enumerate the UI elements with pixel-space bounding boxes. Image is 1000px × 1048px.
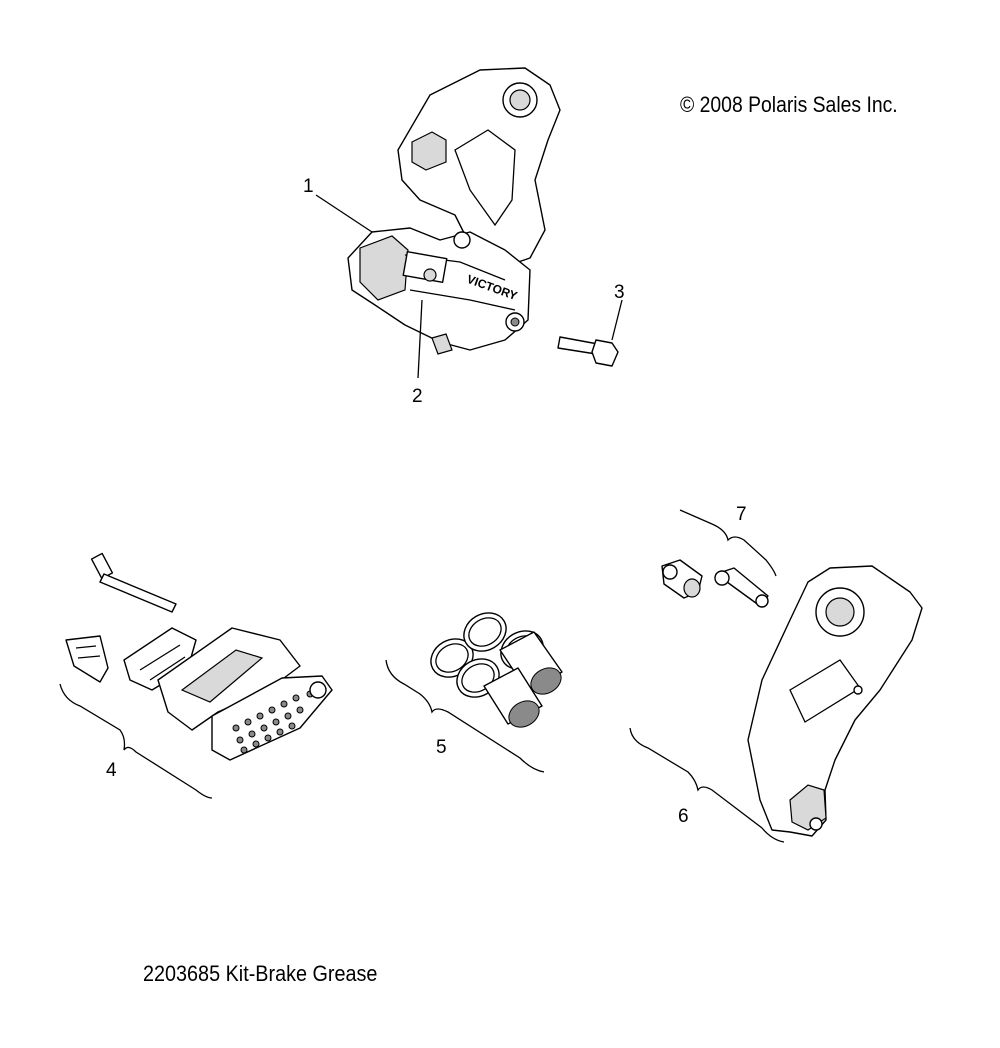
grease-kit-note: 2203685 Kit-Brake Grease <box>143 961 378 986</box>
callout-2: 2 <box>412 386 423 407</box>
callout-3: 3 <box>614 282 625 303</box>
callout-1: 1 <box>303 176 314 197</box>
caliper-bracket-assembly: VICTORY <box>347 67 619 367</box>
callout-4: 4 <box>106 760 117 781</box>
pad-kit-parts <box>59 552 333 799</box>
bracket-and-fittings <box>629 509 923 843</box>
callout-6: 6 <box>678 806 689 827</box>
callout-5: 5 <box>436 737 447 758</box>
seal-piston-parts <box>385 612 563 773</box>
callout-7: 7 <box>736 504 747 525</box>
copyright-notice: © 2008 Polaris Sales Inc. <box>680 92 898 117</box>
leader-lines-top <box>315 194 623 379</box>
